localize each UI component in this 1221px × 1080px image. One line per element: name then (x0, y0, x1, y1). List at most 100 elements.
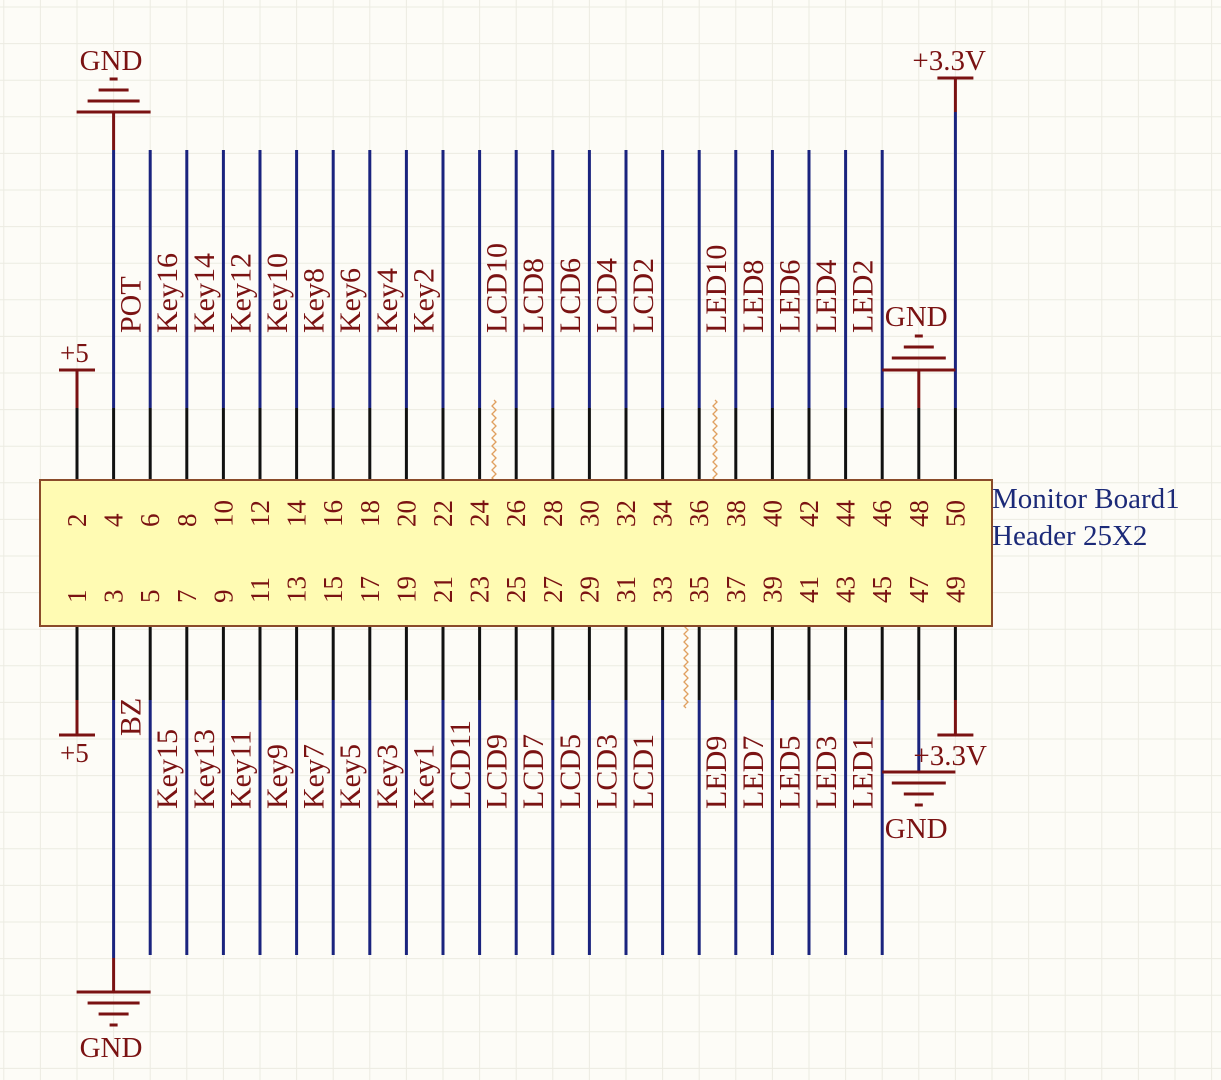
net-label: Key5 (334, 744, 367, 809)
pin-number: 42 (794, 500, 824, 527)
pin-number: 46 (867, 500, 897, 527)
net-label: Key3 (371, 744, 404, 809)
net-label: LED8 (737, 260, 770, 333)
error-marker (683, 619, 689, 709)
error-marker (712, 399, 718, 481)
power-label-plus5: +5 (60, 338, 89, 368)
net-label: LCD4 (590, 258, 623, 333)
net-label: LCD1 (627, 734, 660, 809)
pin-number: 21 (428, 576, 458, 603)
net-label: Key15 (151, 729, 184, 809)
pin-number: 30 (574, 500, 604, 527)
net-label: LED9 (700, 736, 733, 809)
net-label: LCD2 (627, 258, 660, 333)
pin-number: 10 (208, 500, 238, 527)
pin-number: 35 (684, 576, 714, 603)
power-label-gnd: GND (80, 1032, 143, 1064)
net-label: Key7 (298, 744, 331, 809)
power-label-gnd: GND (885, 301, 948, 333)
net-label: LCD10 (481, 243, 514, 333)
pin-number: 34 (648, 500, 678, 528)
net-label: Key16 (151, 253, 184, 333)
net-label: LED6 (773, 260, 806, 333)
pin-number: 25 (501, 576, 531, 603)
pin-number: 12 (245, 500, 275, 527)
net-label: LCD8 (517, 258, 550, 333)
pin-number: 45 (867, 576, 897, 603)
pin-number: 31 (611, 576, 641, 603)
net-label: Key4 (371, 268, 404, 333)
net-label: LED1 (847, 736, 880, 809)
net-label: LCD7 (517, 734, 550, 809)
pin-number: 47 (904, 576, 934, 603)
pin-number: 20 (391, 500, 421, 527)
pin-number: 17 (355, 576, 385, 603)
wires (75, 112, 957, 958)
header-body[interactable] (39, 479, 993, 627)
pin-number: 37 (721, 576, 751, 603)
pin-number: 24 (465, 500, 495, 528)
power-label-3v3: +3.3V (912, 45, 986, 77)
pin-number: 14 (282, 500, 312, 528)
pin-number: 27 (538, 576, 568, 603)
net-label: Key13 (188, 729, 221, 809)
pin-number: 16 (318, 500, 348, 527)
pin-number: 6 (135, 514, 165, 528)
pin-number: 39 (757, 576, 787, 603)
pin-number: 8 (172, 514, 202, 528)
pin-number: 41 (794, 576, 824, 603)
pin-number: 4 (99, 513, 129, 527)
pin-number: 32 (611, 500, 641, 527)
pin-number: 49 (940, 576, 970, 603)
net-label: LCD6 (554, 258, 587, 333)
pin-number: 5 (135, 590, 165, 604)
pin-number: 36 (684, 500, 714, 527)
component-comment: Header 25X2 (992, 520, 1147, 552)
pin-number: 44 (831, 500, 861, 528)
pin-number: 18 (355, 500, 385, 527)
net-label: LCD9 (481, 734, 514, 809)
pin-number: 26 (501, 500, 531, 527)
component-designator: Monitor Board1 (992, 483, 1180, 515)
pin-number: 38 (721, 500, 751, 527)
net-label: Key11 (224, 730, 257, 809)
net-label: BZ (115, 698, 148, 736)
pin-number: 43 (831, 576, 861, 603)
power-label-plus5: +5 (60, 738, 89, 768)
pin-number: 11 (245, 577, 275, 603)
net-label: Key14 (188, 253, 221, 333)
power-label-3v3: +3.3V (913, 740, 987, 772)
pin-number: 48 (904, 500, 934, 527)
net-label: Key12 (224, 253, 257, 333)
power-label-gnd: GND (885, 813, 948, 845)
net-label: LCD5 (554, 734, 587, 809)
net-label: LED10 (700, 245, 733, 333)
net-label: LED7 (737, 736, 770, 809)
net-label: LED2 (847, 260, 880, 333)
error-marker (491, 399, 497, 481)
net-label: LED5 (773, 736, 806, 809)
pin-number: 50 (940, 500, 970, 527)
pin-number: 40 (757, 500, 787, 527)
pin-number: 3 (99, 590, 129, 604)
pin-number: 1 (62, 590, 92, 604)
net-label: POT (115, 276, 148, 333)
net-label: LCD11 (444, 720, 477, 809)
pin-number: 9 (208, 590, 238, 604)
pin-number: 33 (648, 576, 678, 603)
net-label: Key10 (261, 253, 294, 333)
net-label: LED3 (810, 736, 843, 809)
pin-number: 15 (318, 576, 348, 603)
pin-number: 23 (465, 576, 495, 603)
net-label: Key2 (407, 268, 440, 333)
pin-number: 19 (391, 576, 421, 603)
net-label: LED4 (810, 260, 843, 333)
net-label: LCD3 (590, 734, 623, 809)
pin-number: 28 (538, 500, 568, 527)
pin-number: 29 (574, 576, 604, 603)
net-label: Key9 (261, 744, 294, 809)
